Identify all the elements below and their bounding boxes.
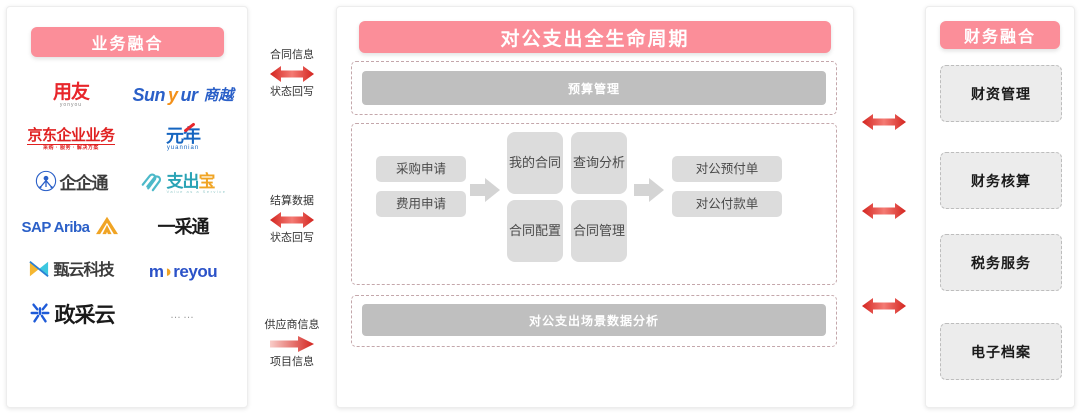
- yicaitong-logo: 一采通: [157, 217, 210, 237]
- yicaitong-logo-text: 一采通: [157, 217, 210, 237]
- moreyou-logo: m◗reyou: [148, 261, 218, 281]
- zhichubao-clip-icon: [139, 170, 163, 196]
- connector-settlement-data-top-label: 结算数据: [270, 195, 314, 207]
- center-panel-title: 对公支出全生命周期: [359, 21, 831, 53]
- yonyou-logo: 用友 yonyou: [52, 81, 90, 108]
- logo-cell-moreyou: m◗reyou: [127, 249, 239, 293]
- qiqitong-circle-icon: [35, 170, 57, 196]
- zhengcaiyun-logo: 政采云: [28, 301, 116, 329]
- more-partners-ellipsis: ……: [170, 309, 196, 321]
- connector-settlement-data: 结算数据 状态回写: [254, 194, 330, 246]
- double-arrow-icon: [270, 66, 314, 82]
- sunyur-logo-part-ur: ur: [180, 85, 199, 105]
- double-arrow-icon: [862, 298, 906, 314]
- yuannian-logo-text: 元年: [166, 122, 201, 146]
- double-arrow-icon: [862, 114, 906, 130]
- chip-query-analysis-line1: 查询: [572, 155, 599, 170]
- sap-ariba-logo-text: SAP Ariba: [21, 218, 90, 236]
- scenario-data-analysis-bar[interactable]: 对公支出场景数据分析: [362, 304, 826, 336]
- jd-enterprise-logo-rule: [27, 143, 115, 145]
- right-arrow-icon: [270, 336, 314, 352]
- budget-section: 预算管理: [351, 61, 837, 115]
- yuannian-logo: 元年 yuannian: [166, 122, 201, 151]
- yonyou-logo-subtext: yonyou: [59, 101, 83, 108]
- finance-integration-panel: 财务融合 财资管理 财务核算 税务服务 电子档案: [925, 6, 1075, 408]
- chip-corporate-payment[interactable]: 对公付款单: [672, 191, 782, 217]
- expense-lifecycle-panel: 对公支出全生命周期 预算管理 采购申请 费用申请 我的合同 查询分析 合同配置 …: [336, 6, 854, 408]
- connector-contract-info-bottom-label: 状态回写: [270, 86, 314, 98]
- chip-contract-config-line1: 合同: [508, 223, 535, 238]
- qiqitong-logo-text: 企企通: [59, 173, 109, 193]
- budget-management-bar[interactable]: 预算管理: [362, 71, 826, 105]
- chip-contract-config[interactable]: 合同配置: [507, 200, 563, 262]
- sap-ariba-logo: SAP Ariba: [21, 214, 120, 240]
- moreyou-logo-text: m◗reyou: [148, 261, 218, 281]
- qiqitong-logo: 企企通: [35, 170, 109, 196]
- chip-contract-management[interactable]: 合同管理: [571, 200, 627, 262]
- logo-cell-qiqitong: 企企通: [15, 161, 127, 205]
- logo-cell-jd-enterprise: 京东企业业务 采购 · 服务 · 解决方案: [15, 117, 127, 161]
- left-panel-title: 业务融合: [31, 27, 224, 57]
- chip-my-contract-line2: 合同: [535, 155, 562, 170]
- chip-query-analysis-line2: 分析: [599, 155, 626, 170]
- yuannian-logo-subtext: yuannian: [166, 145, 200, 151]
- sunyur-logo-part-sun: Sun: [132, 85, 165, 105]
- card-electronic-archive[interactable]: 电子档案: [940, 323, 1062, 380]
- connector-settlement-data-bottom-label: 状态回写: [270, 232, 314, 244]
- zhengcaiyun-logo-text: 政采云: [54, 303, 116, 327]
- card-financial-accounting[interactable]: 财务核算: [940, 152, 1062, 209]
- connector-supplier-info-bottom-label: 项目信息: [270, 356, 314, 368]
- chip-my-contract[interactable]: 我的合同: [507, 132, 563, 194]
- connector-supplier-info-top-label: 供应商信息: [264, 319, 320, 331]
- yuannian-logo-label: 元年: [166, 126, 201, 146]
- logo-cell-ellipsis: ……: [127, 293, 239, 337]
- jd-enterprise-logo: 京东企业业务 采购 · 服务 · 解决方案: [27, 126, 115, 151]
- double-arrow-icon: [270, 212, 314, 228]
- jd-enterprise-logo-subtext: 采购 · 服务 · 解决方案: [43, 144, 99, 151]
- process-flow-section: 采购申请 费用申请 我的合同 查询分析 合同配置 合同管理 对公预付单 对公付款…: [351, 123, 837, 285]
- analysis-section: 对公支出场景数据分析: [351, 295, 837, 347]
- zhenyun-n-icon: [28, 259, 50, 283]
- flow-arrow-icon: [470, 178, 500, 202]
- chip-query-analysis[interactable]: 查询分析: [571, 132, 627, 194]
- logo-cell-yuannian: 元年 yuannian: [127, 117, 239, 161]
- sunyur-logo-part-cn: 商越: [203, 86, 234, 104]
- zhengcaiyun-star-icon: [28, 301, 52, 329]
- sunyur-logo-part-y: y: [167, 85, 178, 105]
- zhenyun-logo-text: 甄云科技: [53, 262, 114, 279]
- logo-cell-zhenyun: 甄云科技: [15, 249, 127, 293]
- zhichubao-logo: 支出宝 Value as a Service: [139, 170, 226, 196]
- zhichubao-logo-text: 支出宝: [166, 171, 215, 191]
- card-tax-service[interactable]: 税务服务: [940, 234, 1062, 291]
- connector-supplier-info: 供应商信息 项目信息: [254, 318, 330, 370]
- logo-cell-zhengcaiyun: 政采云: [15, 293, 127, 337]
- logo-cell-sap-ariba: SAP Ariba: [15, 205, 127, 249]
- chip-corporate-prepayment[interactable]: 对公预付单: [672, 156, 782, 182]
- yonyou-logo-text: 用友: [52, 81, 90, 103]
- logo-cell-zhichubao: 支出宝 Value as a Service: [127, 161, 239, 205]
- zhichubao-text-wrap: 支出宝 Value as a Service: [166, 173, 226, 194]
- logo-cell-yonyou: 用友 yonyou: [15, 73, 127, 117]
- card-treasury-management[interactable]: 财资管理: [940, 65, 1062, 122]
- zhichubao-logo-subtext: Value as a Service: [166, 188, 227, 194]
- double-arrow-icon: [862, 203, 906, 219]
- zhenyun-logo: 甄云科技: [28, 259, 115, 283]
- connector-contract-info-top-label: 合同信息: [270, 49, 314, 61]
- sap-ariba-chevron-icon: [93, 214, 121, 240]
- jd-enterprise-logo-text: 京东企业业务: [27, 126, 115, 144]
- chip-contract-management-line1: 合同: [572, 223, 599, 238]
- chip-contract-config-line2: 配置: [535, 223, 562, 238]
- chip-contract-management-line2: 管理: [599, 223, 626, 238]
- logo-cell-yicaitong: 一采通: [127, 205, 239, 249]
- chip-expense-request[interactable]: 费用申请: [376, 191, 466, 217]
- chip-my-contract-line1: 我的: [508, 155, 535, 170]
- connector-contract-info: 合同信息 状态回写: [254, 48, 330, 100]
- chip-purchase-request[interactable]: 采购申请: [376, 156, 466, 182]
- flow-arrow-icon: [634, 178, 664, 202]
- right-panel-title: 财务融合: [940, 21, 1060, 49]
